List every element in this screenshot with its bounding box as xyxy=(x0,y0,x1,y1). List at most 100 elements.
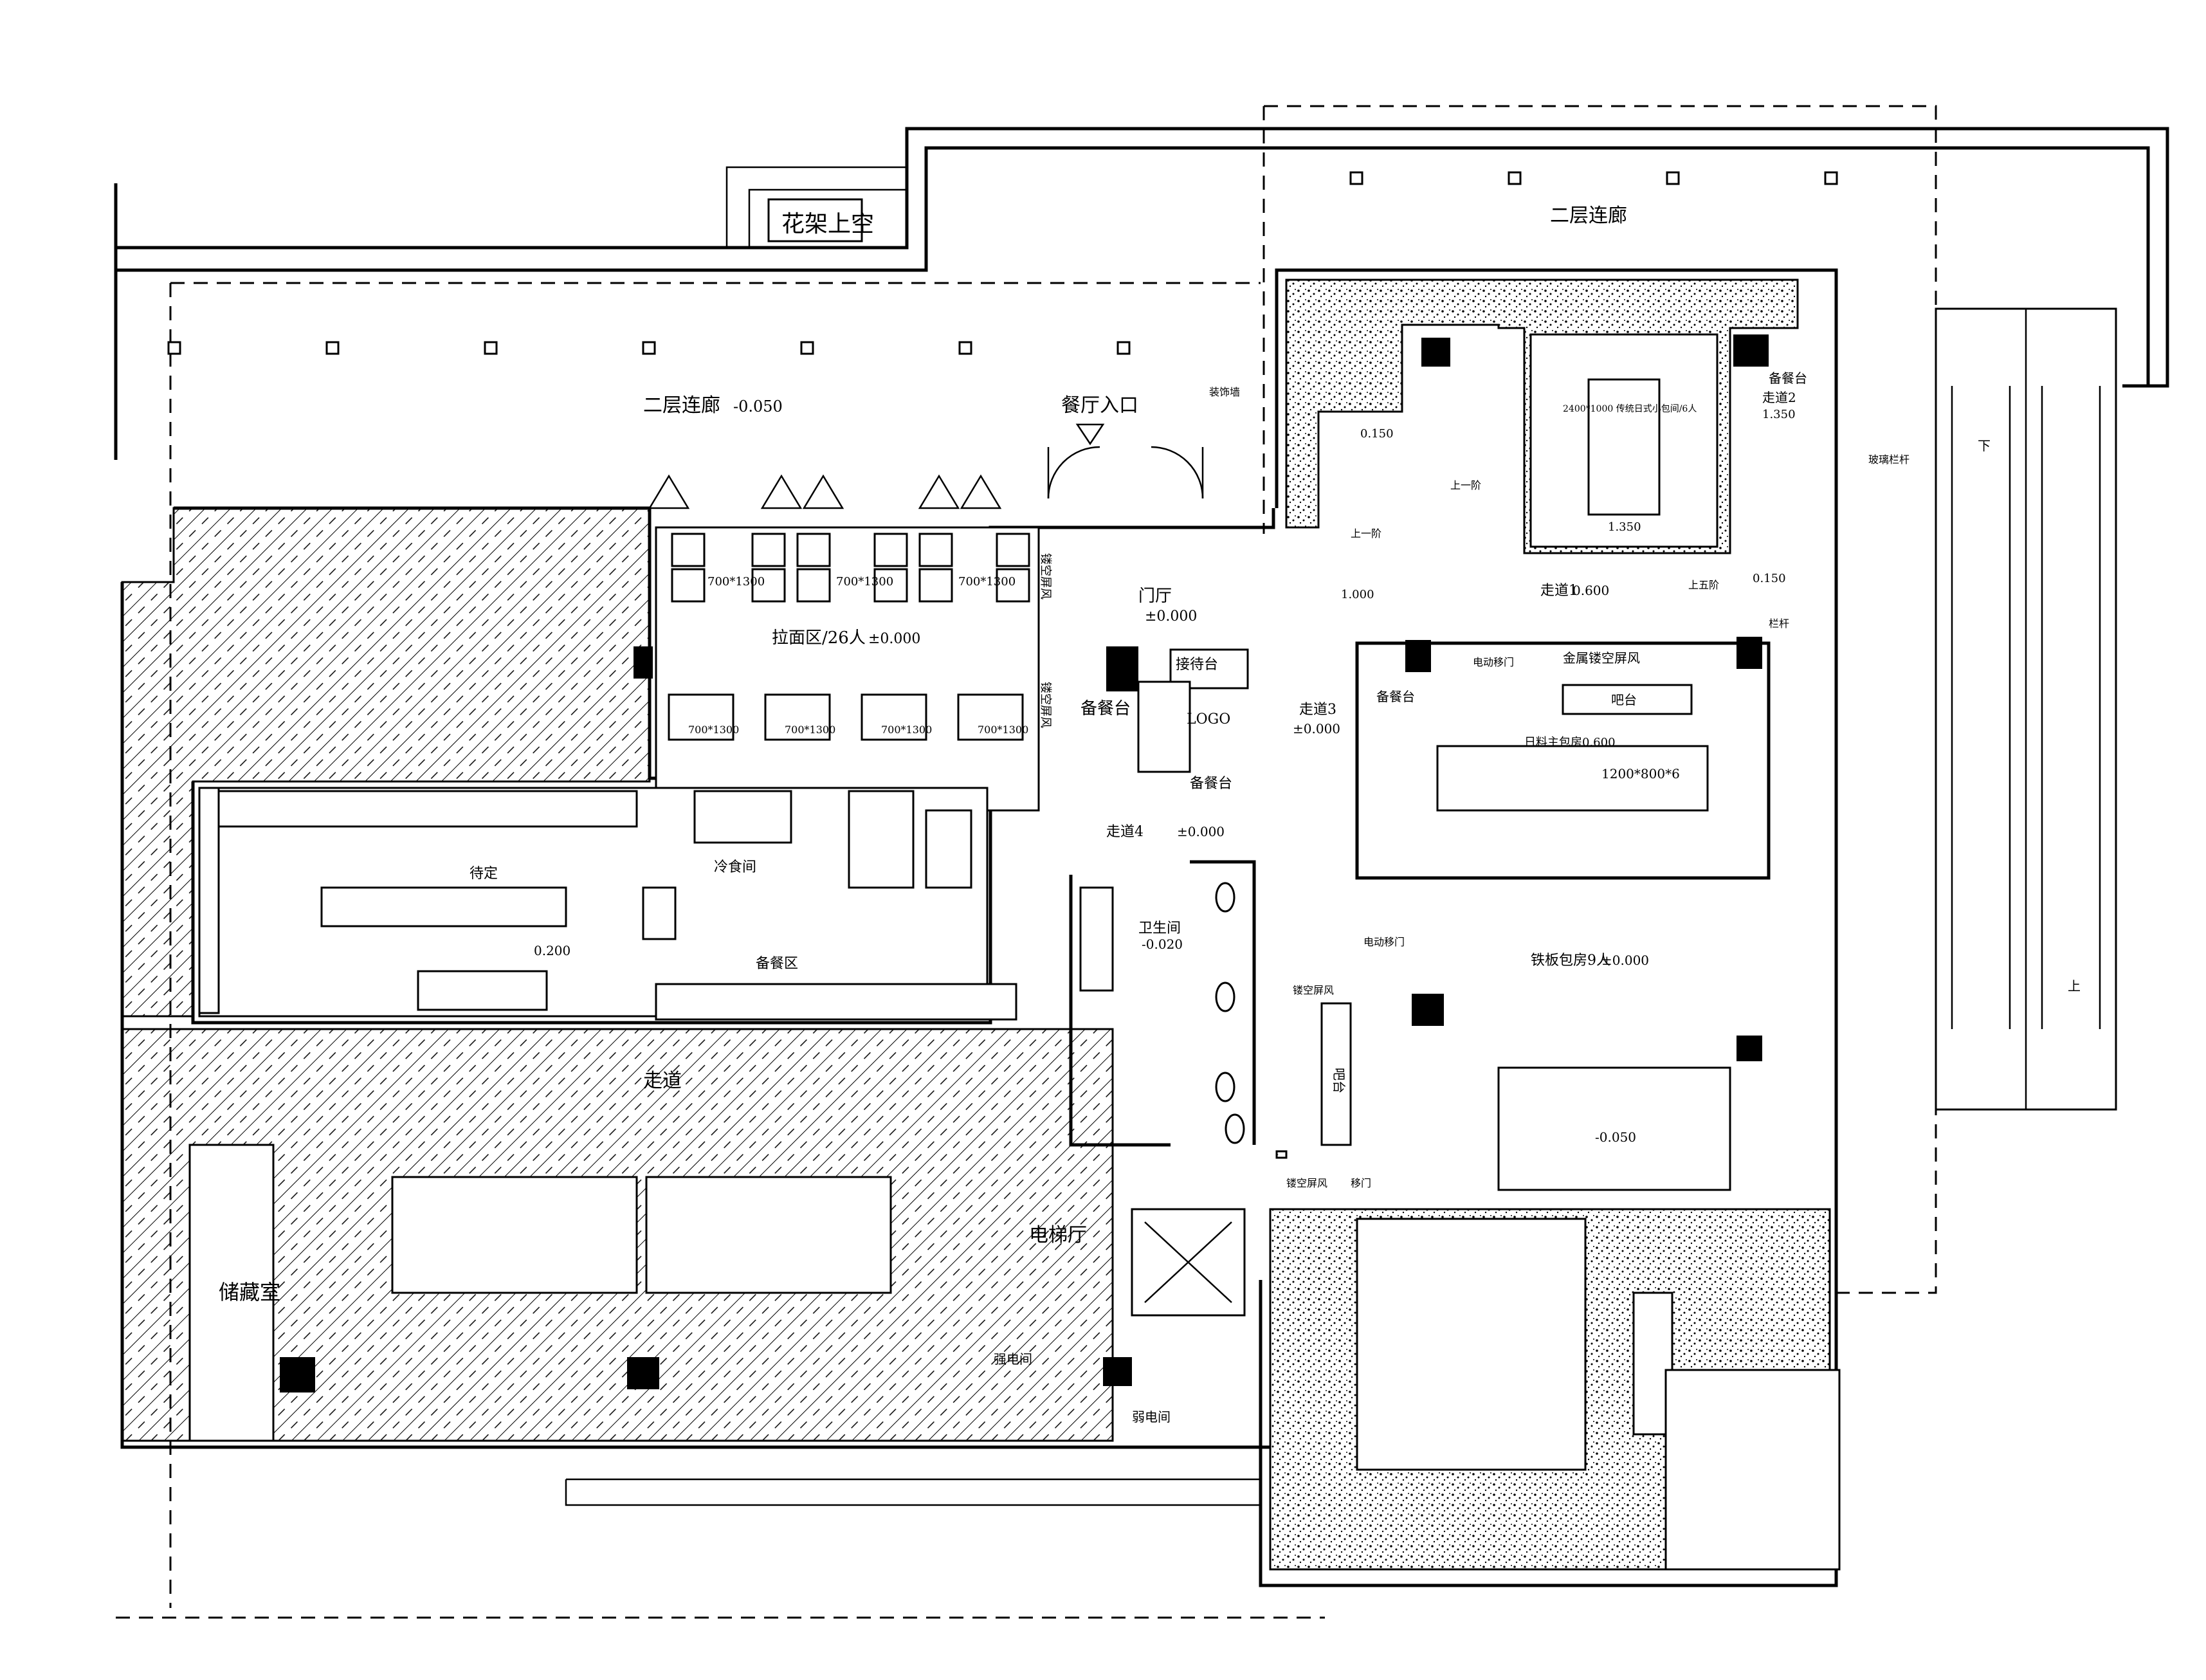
kitchen-area-label: 待定 xyxy=(469,866,498,882)
service-station-1-label: 备餐台 xyxy=(1080,699,1131,718)
noodle-area xyxy=(655,526,1040,812)
private-room-level: 0.600 xyxy=(1582,736,1616,749)
service-station-2-label: 备餐台 xyxy=(1190,776,1232,792)
corridor-main-level: -0.050 xyxy=(733,397,783,415)
elevator-hall-label: 电梯厅 xyxy=(1029,1224,1087,1246)
escalator xyxy=(1935,307,2117,1111)
weak-power-label: 弱电间 xyxy=(1132,1409,1171,1425)
column-reception xyxy=(1106,646,1138,691)
table-size-label-4: 700*1300 xyxy=(688,724,739,736)
stair-2 xyxy=(645,1176,892,1294)
railing-label: 栏杆 xyxy=(1769,617,1789,630)
flower-void-label: 花架上空 xyxy=(781,211,874,237)
bar-1-label: 吧台 xyxy=(1611,692,1637,708)
teppan-grill-level: -0.050 xyxy=(1595,1129,1636,1145)
service-station-3-label: 备餐台 xyxy=(1769,370,1807,386)
bar-counter-2 xyxy=(1320,1002,1352,1146)
corridor-1-label: 走道1 xyxy=(1540,583,1578,599)
corridor-top-label: 二层连廊 xyxy=(1550,205,1627,227)
garden-corner xyxy=(1664,1369,1841,1571)
table-size-label-6: 700*1300 xyxy=(881,724,932,736)
logo-wall xyxy=(1137,680,1191,773)
level-0150-a: 0.150 xyxy=(1360,427,1394,441)
level-0150-b: 0.150 xyxy=(1753,572,1786,585)
private-room xyxy=(1355,641,1771,880)
restroom xyxy=(1069,860,1256,1147)
notch-3 xyxy=(802,474,844,509)
corridor-1-level: 0.600 xyxy=(1572,583,1609,598)
table-size-label-3: 700*1300 xyxy=(958,575,1016,589)
entrance-marker-icon xyxy=(1075,423,1105,446)
notch-1 xyxy=(648,474,690,509)
wooden-deck xyxy=(1356,1218,1587,1471)
entrance-doors xyxy=(1047,446,1204,499)
traditional-room-label: 2400*1000 传统日式小包间/6人 xyxy=(1563,404,1697,414)
private-room-table xyxy=(1436,745,1709,812)
corridor-3-label: 走道3 xyxy=(1299,702,1336,718)
structural-columns xyxy=(280,334,1769,1392)
hollow-screen-1-label: 镂空屏风 xyxy=(1039,682,1052,728)
restroom-label: 卫生间 xyxy=(1138,920,1181,936)
stair-1 xyxy=(391,1176,638,1294)
hollow-screen-3-label: 镂空屏风 xyxy=(1293,984,1334,996)
prep-area-label: 备餐区 xyxy=(756,956,798,972)
kitchen-level: 0.200 xyxy=(534,943,570,958)
table-size-label-5: 700*1300 xyxy=(785,724,835,736)
bar-counter-1 xyxy=(1562,684,1693,715)
private-room-label: 日料主包房 xyxy=(1524,736,1582,749)
reception-label: 接待台 xyxy=(1176,657,1218,673)
electric-door-label: 电动移门 xyxy=(1473,656,1514,668)
table-size-label-7: 700*1300 xyxy=(978,724,1028,736)
entrance-label: 餐厅入口 xyxy=(1061,394,1138,417)
hollow-screen-4-label: 镂空屏风 xyxy=(1286,1177,1327,1189)
restroom-level: -0.020 xyxy=(1142,936,1183,952)
corridor-2-level: 1.350 xyxy=(1762,408,1796,421)
escalator-up-label: 上 xyxy=(2068,978,2081,994)
notch-5 xyxy=(960,474,1002,509)
traditional-room-level: 1.350 xyxy=(1608,520,1641,534)
corridor-4-label: 走道4 xyxy=(1106,824,1144,840)
teppan-room-level: ±0.000 xyxy=(1601,953,1649,968)
corridor-main-label: 二层连廊 xyxy=(643,394,720,417)
escalator-down-label: 下 xyxy=(1978,438,1991,453)
up-step-label: 上一阶 xyxy=(1450,479,1481,491)
table-size-label-1: 700*1300 xyxy=(707,575,765,589)
bar-2-label: 吧台 xyxy=(1331,1068,1347,1093)
flower-void-box xyxy=(767,198,863,242)
elevator-cross-2 xyxy=(1144,1221,1232,1303)
corridor-4-level: ±0.000 xyxy=(1177,824,1225,839)
traditional-room-table xyxy=(1587,378,1661,516)
foyer-level: ±0.000 xyxy=(1145,608,1197,625)
teppan-grill xyxy=(1497,1066,1731,1191)
hatched-zone-mark xyxy=(1275,1150,1288,1159)
up-five-label: 上五阶 xyxy=(1688,579,1719,591)
logo-label: LOGO xyxy=(1187,711,1230,727)
metal-screen-label: 金属镂空屏风 xyxy=(1563,650,1640,666)
corridor-2-label: 走道2 xyxy=(1762,390,1796,405)
noodle-level: ±0.000 xyxy=(868,631,920,647)
up-one-label: 上一阶 xyxy=(1351,527,1381,540)
corridor-columns xyxy=(167,171,1838,355)
decor-wall-label: 装饰墙 xyxy=(1209,386,1240,398)
noodle-area-label: 拉面区/26人 xyxy=(772,628,866,648)
walkway-label: 走道 xyxy=(643,1070,682,1092)
level-1000: 1.000 xyxy=(1341,588,1374,601)
sliding-door-label: 移门 xyxy=(1351,1177,1371,1189)
corridor-3-level: ±0.000 xyxy=(1293,721,1340,736)
strong-power-label: 强电间 xyxy=(994,1351,1032,1367)
table-size-label-2: 700*1300 xyxy=(836,575,893,589)
private-room-size-label: 1200*800*6 xyxy=(1601,766,1680,781)
notch-4 xyxy=(918,474,960,509)
hollow-screen-2-label: 镂空屏风 xyxy=(1039,553,1052,599)
storage-room xyxy=(188,1144,275,1442)
electric-door-label-2: 电动移门 xyxy=(1363,936,1405,948)
foyer-label: 门厅 xyxy=(1138,587,1172,606)
glass-rail-label: 玻璃栏杆 xyxy=(1868,453,1910,466)
kitchen xyxy=(198,787,1017,1021)
storage-label: 储藏室 xyxy=(219,1280,280,1304)
teppan-room-label: 铁板包房9人 xyxy=(1531,953,1610,969)
top-walls xyxy=(114,127,2169,460)
notch-2 xyxy=(760,474,803,509)
cold-kitchen-label: 冷食间 xyxy=(714,859,756,875)
service-station-4-label: 备餐台 xyxy=(1376,689,1415,704)
